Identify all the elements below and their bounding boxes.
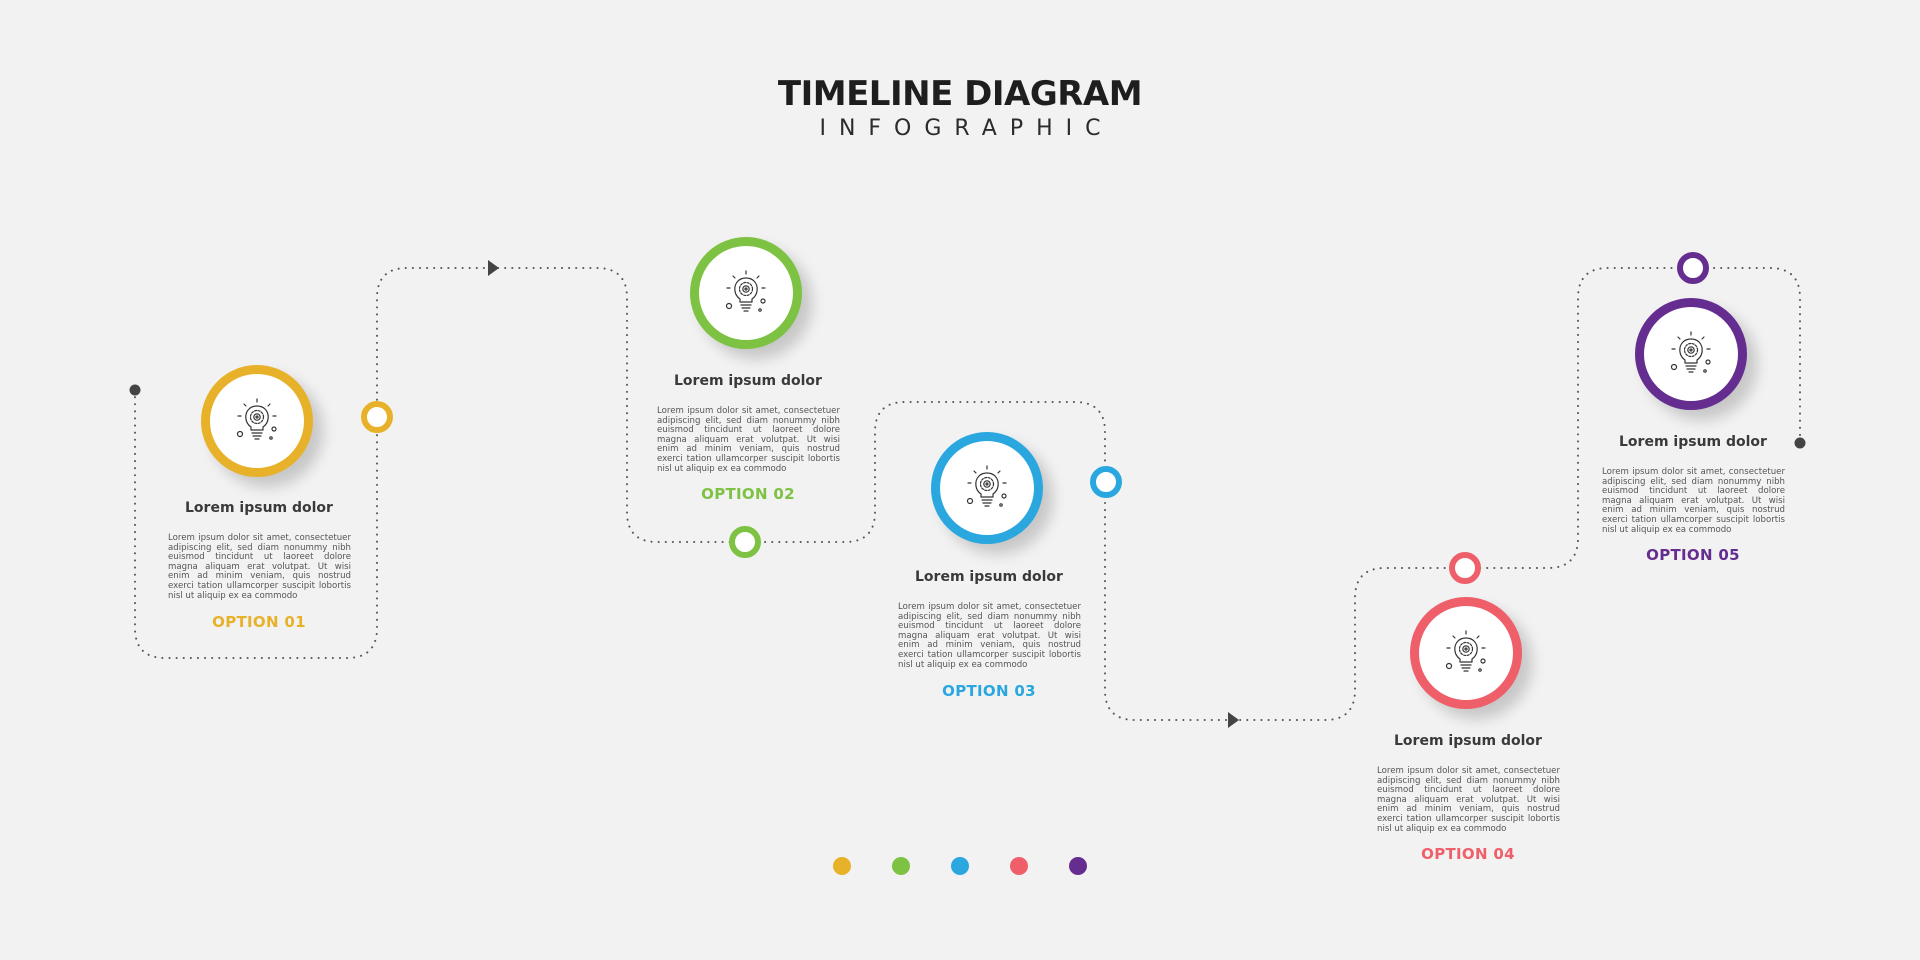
step-1-heading: Lorem ipsum dolor: [185, 500, 333, 516]
step-3-circle: [931, 432, 1043, 544]
step-3-option-label: OPTION 03: [942, 682, 1036, 700]
step-5-option-label: OPTION 05: [1646, 546, 1740, 564]
arrow-right-icon: [1228, 712, 1239, 728]
step-4-description: Lorem ipsum dolor sit amet, consectetuer…: [1377, 766, 1560, 834]
timeline-dotted-line: [134, 267, 1801, 721]
step-2-description: Lorem ipsum dolor sit amet, consectetuer…: [657, 406, 840, 474]
lightbulb-gear-icon: [236, 398, 277, 440]
step-3-heading: Lorem ipsum dolor: [915, 569, 1063, 585]
step-2-option-label: OPTION 02: [701, 485, 795, 503]
step-5-circle: [1635, 298, 1747, 410]
step-2-heading: Lorem ipsum dolor: [674, 373, 822, 389]
arrow-right-icon: [488, 260, 499, 276]
path-node-4: [1449, 552, 1481, 584]
legend-dot-5: [1069, 857, 1087, 875]
diagram-subtitle: INFOGRAPHIC: [819, 116, 1114, 141]
legend-dot-3: [951, 857, 969, 875]
step-4-heading: Lorem ipsum dolor: [1394, 733, 1542, 749]
step-1-description: Lorem ipsum dolor sit amet, consectetuer…: [168, 533, 351, 601]
step-5-description: Lorem ipsum dolor sit amet, consectetuer…: [1602, 467, 1785, 535]
path-end-dot: [1794, 437, 1806, 449]
lightbulb-gear-icon: [966, 465, 1007, 507]
step-5-heading: Lorem ipsum dolor: [1619, 434, 1767, 450]
path-node-5: [1677, 252, 1709, 284]
step-4-circle: [1410, 597, 1522, 709]
step-4-option-label: OPTION 04: [1421, 845, 1515, 863]
step-3-description: Lorem ipsum dolor sit amet, consectetuer…: [898, 602, 1081, 670]
legend-dot-1: [833, 857, 851, 875]
step-1-option-label: OPTION 01: [212, 613, 306, 631]
legend-dot-4: [1010, 857, 1028, 875]
lightbulb-gear-icon: [725, 270, 766, 312]
diagram-title: TIMELINE DIAGRAM: [777, 74, 1143, 114]
path-node-1: [361, 401, 393, 433]
step-1-circle: [201, 365, 313, 477]
lightbulb-gear-icon: [1445, 630, 1486, 672]
step-2-circle: [690, 237, 802, 349]
lightbulb-gear-icon: [1670, 331, 1711, 373]
legend-dot-2: [892, 857, 910, 875]
path-node-2: [729, 526, 761, 558]
path-node-3: [1090, 466, 1122, 498]
path-start-dot: [129, 384, 141, 396]
